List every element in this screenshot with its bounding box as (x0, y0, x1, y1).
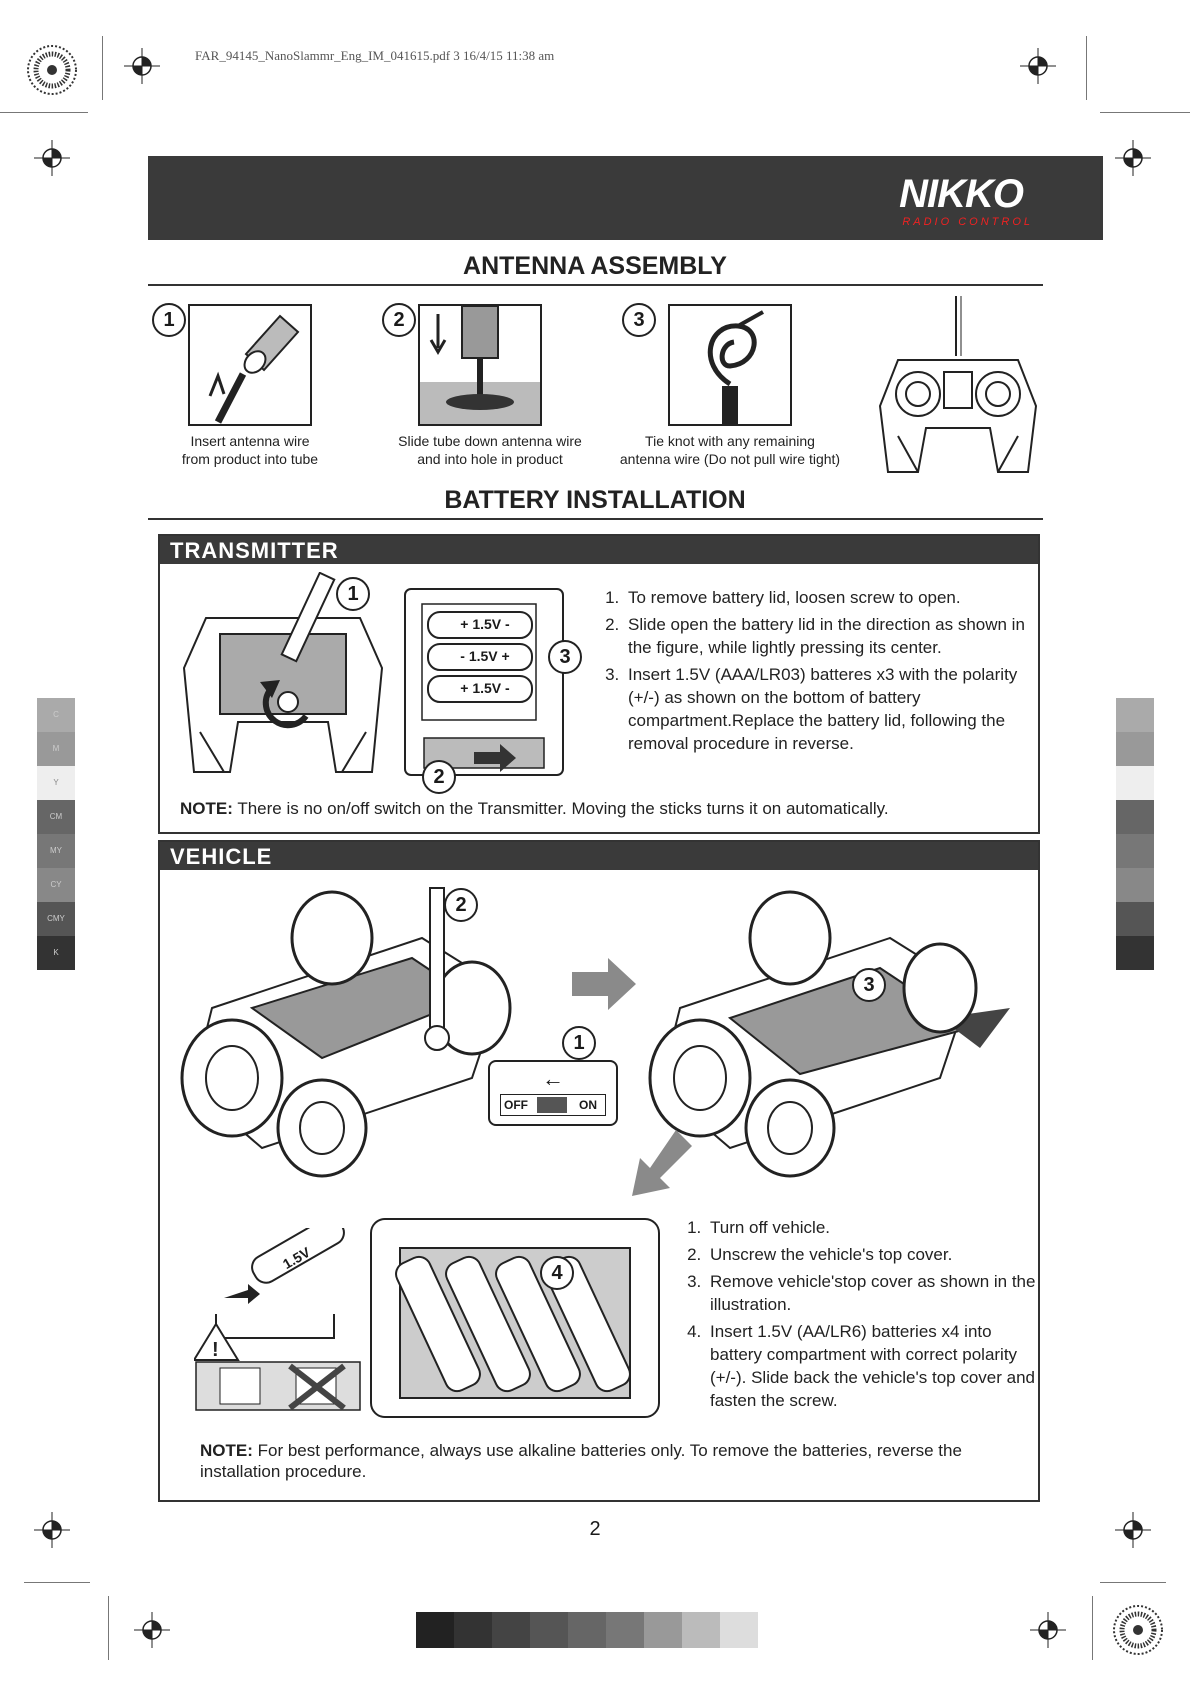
antenna-step-1-number: 1 (152, 303, 186, 337)
battery-polarity-illustration: ! (194, 1228, 361, 1411)
crop-mark (1092, 1596, 1093, 1660)
page-number: 2 (589, 1518, 601, 1540)
transmitter-panel-header: TRANSMITTER (160, 536, 1038, 564)
transmitter-callout-2: 2 (422, 760, 456, 794)
transmitter-callout-3: 3 (548, 640, 582, 674)
starburst-target-icon (1113, 1605, 1163, 1655)
arrow-right-icon (572, 958, 636, 1010)
transmitter-step-1: To remove battery lid, loosen screw to o… (624, 586, 1044, 609)
crop-mark (24, 1582, 90, 1583)
vehicle-panel-header: VEHICLE (160, 842, 1038, 870)
section-rule (148, 518, 1043, 520)
registration-mark-icon (1030, 1612, 1066, 1648)
vehicle-step-2: Unscrew the vehicle's top cover. (706, 1243, 1046, 1266)
power-switch[interactable]: OFF ON (500, 1094, 606, 1116)
registration-mark-icon (34, 1512, 70, 1548)
crop-mark (102, 36, 103, 100)
starburst-target-icon (27, 45, 77, 95)
transmitter-callout-1: 1 (336, 577, 370, 611)
brand-banner: NIKKO RADIO CONTROL (148, 156, 1103, 240)
vehicle-battery-compartment-illustration (370, 1218, 660, 1418)
transmitter-step-2: Slide open the battery lid in the direct… (624, 613, 1044, 659)
grayscale-bar (416, 1612, 758, 1648)
section-rule (148, 284, 1043, 286)
registration-mark-icon (1115, 1512, 1151, 1548)
vehicle-unscrew-illustration (180, 887, 512, 1178)
vehicle-callout-3: 3 (852, 968, 886, 1002)
antenna-step-1-illustration (188, 304, 312, 426)
switch-slider (537, 1097, 567, 1113)
switch-on-label: ON (579, 1098, 597, 1112)
vehicle-steps-list: Turn off vehicle. Unscrew the vehicle's … (682, 1216, 1046, 1416)
transmitter-note: NOTE: There is no on/off switch on the T… (180, 799, 889, 818)
transmitter-screw-illustration (182, 572, 384, 773)
registration-mark-icon (1020, 48, 1056, 84)
battery-label-3: + 1.5V - (460, 680, 510, 696)
transmitter-steps-list: To remove battery lid, loosen screw to o… (600, 586, 1044, 759)
vehicle-open-cover-illustration (648, 890, 1010, 1178)
vehicle-callout-4: 4 (540, 1256, 574, 1290)
transmitter-with-antenna-illustration (878, 296, 1038, 473)
brand-logo: NIKKO (899, 172, 1024, 216)
arrow-left-icon: ← (542, 1066, 564, 1091)
antenna-step-3-illustration (668, 304, 792, 426)
registration-mark-icon (124, 48, 160, 84)
transmitter-battery-compartment-illustration (404, 588, 564, 776)
antenna-step-1-caption: Insert antenna wire from product into tu… (181, 433, 319, 467)
switch-off-label: OFF (504, 1098, 528, 1112)
crop-mark (1100, 112, 1190, 113)
crop-mark (0, 112, 88, 113)
crop-mark (108, 1596, 109, 1660)
transmitter-step-3: Insert 1.5V (AAA/LR03) batteres x3 with … (624, 663, 1044, 755)
vehicle-panel: VEHICLE (158, 840, 1040, 1502)
brand-tagline: RADIO CONTROL (902, 216, 1033, 228)
svg-text:!: ! (212, 1339, 219, 1361)
vehicle-callout-2: 2 (444, 888, 478, 922)
registration-mark-icon (134, 1612, 170, 1648)
vehicle-step-1: Turn off vehicle. (706, 1216, 1046, 1239)
color-bar-left: C M Y CM MY CY CMY K (37, 698, 75, 970)
antenna-step-3-number: 3 (622, 303, 656, 337)
registration-mark-icon (1115, 140, 1151, 176)
antenna-step-2-illustration (418, 304, 542, 426)
vehicle-callout-1: 1 (562, 1026, 596, 1060)
vehicle-step-4: Insert 1.5V (AA/LR6) batteries x4 into b… (706, 1320, 1046, 1412)
vehicle-step-3: Remove vehicle'stop cover as shown in th… (706, 1270, 1046, 1316)
antenna-step-2-caption: Slide tube down antenna wire and into ho… (398, 433, 582, 467)
registration-mark-icon (34, 140, 70, 176)
crop-mark (1086, 36, 1087, 100)
battery-label-2: - 1.5V + (460, 648, 510, 664)
color-bar-right (1116, 698, 1154, 970)
transmitter-panel: TRANSMITTER (158, 534, 1040, 834)
antenna-step-3-caption: Tie knot with any remaining antenna wire… (619, 433, 841, 467)
vehicle-note: NOTE: For best performance, always use a… (200, 1441, 962, 1481)
battery-label-1: + 1.5V - (460, 616, 510, 632)
crop-mark (1100, 1582, 1166, 1583)
arrow-down-left-icon (632, 1130, 692, 1196)
print-info: FAR_94145_NanoSlammr_Eng_IM_041615.pdf 3… (195, 48, 555, 63)
power-switch-panel: ← OFF ON (488, 1060, 618, 1126)
antenna-section-title: ANTENNA ASSEMBLY (463, 252, 727, 280)
antenna-step-2-number: 2 (382, 303, 416, 337)
battery-section-title: BATTERY INSTALLATION (444, 486, 746, 514)
